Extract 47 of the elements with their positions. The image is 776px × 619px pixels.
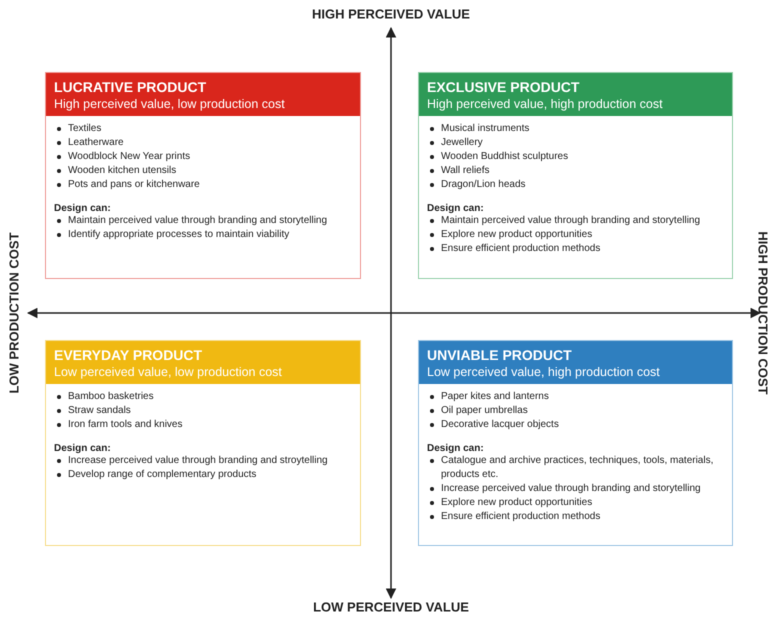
bullet-item: Musical instruments: [441, 122, 530, 136]
quadrant-card: [418, 340, 733, 546]
bullet-item: Increase perceived value through branding and stroytelling: [68, 454, 329, 468]
bullet-item: Identify appropriate processes to maintain viability: [68, 228, 290, 242]
card-title: UNVIABLE PRODUCT: [427, 347, 573, 363]
bullet-item: Iron farm tools and knives: [68, 418, 184, 432]
section-heading: Design can:: [427, 443, 485, 454]
bullet-item: Pots and pans or kitchenware: [68, 178, 201, 192]
section-heading: Design can:: [427, 203, 485, 214]
axis-label: HIGH PRODUCTION COST: [756, 231, 770, 395]
section-heading: Design can:: [54, 203, 112, 214]
card-title: LUCRATIVE PRODUCT: [54, 79, 208, 95]
axis-label: LOW PERCEIVED VALUE: [313, 600, 469, 614]
bullet-item: Leatherware: [68, 136, 125, 150]
bullet-item: Maintain perceived value through branding and storytelling: [68, 214, 328, 228]
card-subtitle: High perceived value, high production cost: [427, 97, 664, 111]
bullet-item: Bamboo basketries: [68, 390, 155, 404]
quadrant-card: [45, 72, 361, 279]
card-title: EVERYDAY PRODUCT: [54, 347, 204, 363]
bullet-item: Paper kites and lanterns: [441, 390, 550, 404]
bullet-item: Woodblock New Year prints: [68, 150, 192, 164]
bullet-item: Jewellery: [441, 136, 484, 150]
bullet-item: Maintain perceived value through branding and storytelling: [441, 214, 702, 228]
bullet-item: Wooden Buddhist sculptures: [441, 150, 570, 164]
card-subtitle: High perceived value, low production cost: [54, 97, 286, 111]
bullet-item: Oil paper umbrellas: [441, 404, 529, 418]
bullet-item: Dragon/Lion heads: [441, 178, 527, 192]
bullet-item: Straw sandals: [68, 404, 132, 418]
section-heading: Design can:: [54, 443, 112, 454]
bullet-item: Wall reliefs: [441, 164, 491, 178]
bullet-item: Explore new product opportunities: [441, 228, 594, 242]
axis-label: LOW PRODUCTION COST: [6, 232, 22, 394]
quadrant-card: [418, 72, 733, 279]
card-subtitle: Low perceived value, high production cost: [427, 365, 661, 379]
bullet-item: Ensure efficient production methods: [441, 510, 602, 524]
quadrant-card: [45, 340, 361, 546]
bullet-item: Decorative lacquer objects: [441, 418, 560, 432]
card-subtitle: Low perceived value, low production cost: [54, 365, 283, 379]
bullet-item: Explore new product opportunities: [441, 496, 594, 510]
bullet-item: Textiles: [68, 122, 102, 136]
bullet-item: Develop range of complementary products: [68, 468, 258, 482]
bullet-item: Ensure efficient production methods: [441, 242, 602, 256]
card-title: EXCLUSIVE PRODUCT: [427, 79, 580, 95]
bullet-item: Increase perceived value through branding and storytelling: [441, 482, 702, 496]
bullet-item: Wooden kitchen utensils: [68, 164, 178, 178]
axis-label: HIGH PERCEIVED VALUE: [312, 6, 470, 22]
bullet-item: Catalogue and archive practices, techniques, tools, materials, products etc.: [441, 454, 714, 482]
